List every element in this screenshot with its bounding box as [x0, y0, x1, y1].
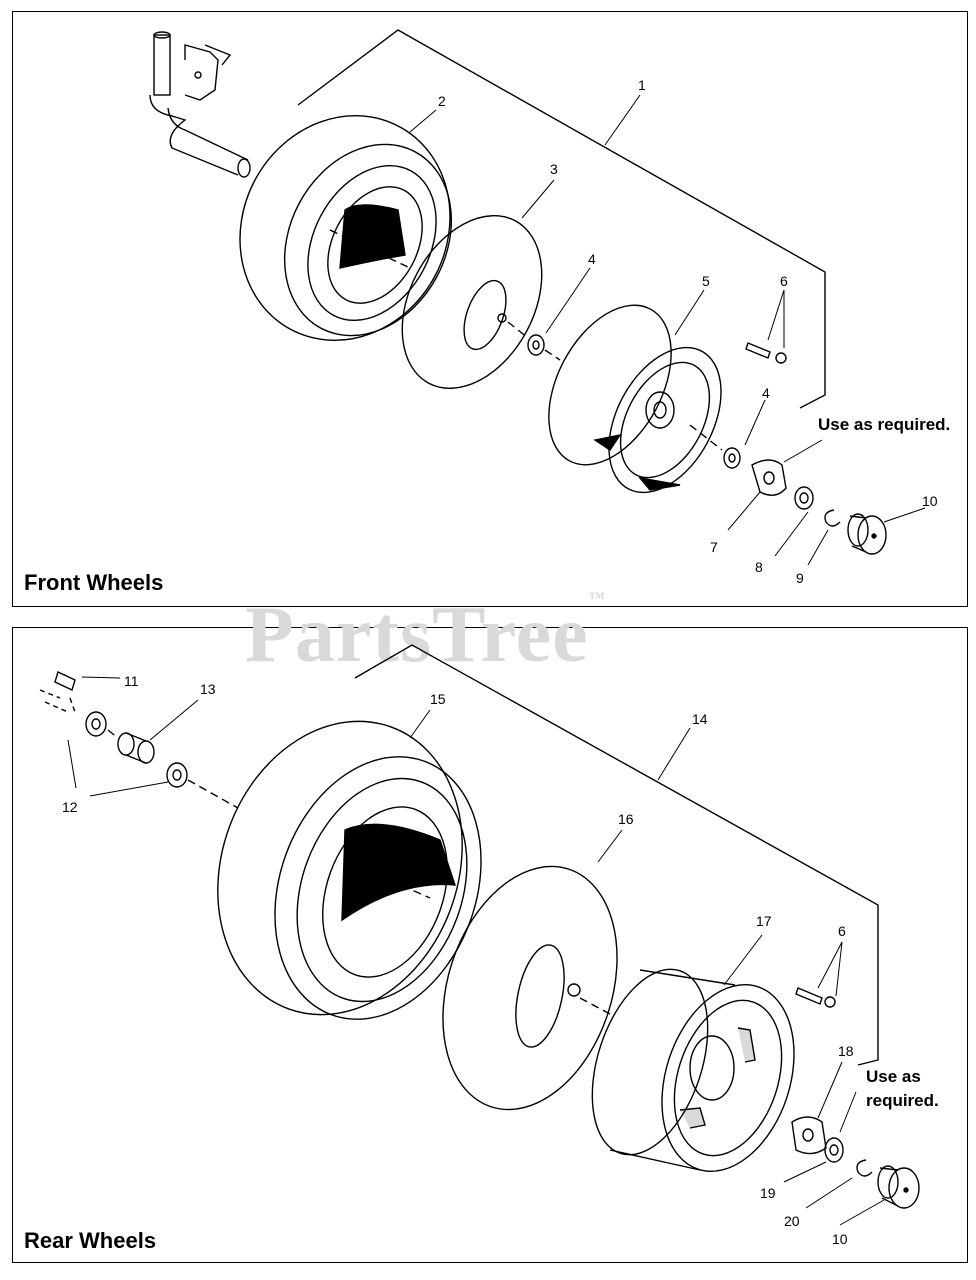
rear-leader-lines	[67, 676, 885, 1226]
callout-6: 6	[780, 273, 788, 289]
front-bushing-inner	[527, 334, 545, 356]
callout-16: 16	[618, 811, 634, 827]
rear-retaining-ring	[856, 1159, 873, 1177]
rear-spacer-tube	[117, 732, 155, 764]
rear-usage-note-line1: Use as	[866, 1067, 921, 1086]
rear-axis-line	[107, 729, 613, 1016]
callout-6-rear: 6	[838, 923, 846, 939]
front-usage-note: Use as required.	[818, 415, 950, 434]
rear-hub-cap	[877, 1165, 920, 1209]
watermark: PartsTree™	[245, 590, 606, 679]
callout-5: 5	[702, 273, 710, 289]
front-washer	[794, 486, 814, 510]
callout-1: 1	[638, 77, 646, 93]
callout-20: 20	[784, 1213, 800, 1229]
rear-washer	[824, 1137, 844, 1163]
callout-2: 2	[438, 93, 446, 109]
callout-9: 9	[796, 570, 804, 586]
rear-tire	[217, 720, 482, 1020]
callout-10: 10	[922, 493, 938, 509]
callout-3: 3	[550, 161, 558, 177]
rear-wheels-title: Rear Wheels	[24, 1228, 157, 1253]
rear-valve-stem	[795, 987, 836, 1008]
rear-key	[54, 671, 76, 691]
callout-18: 18	[838, 1043, 854, 1059]
front-rim	[548, 304, 722, 494]
rear-spacer-plate	[791, 1116, 827, 1155]
callout-14: 14	[692, 711, 708, 727]
rear-washer-left	[85, 711, 107, 737]
callout-19: 19	[760, 1185, 776, 1201]
callout-11: 11	[124, 673, 139, 689]
callout-12: 12	[62, 799, 78, 815]
callout-17: 17	[756, 913, 772, 929]
front-tube	[401, 215, 543, 389]
front-axis-line	[329, 229, 723, 451]
callout-13: 13	[200, 681, 216, 697]
rear-wheels-panel	[12, 627, 968, 1263]
front-tire	[239, 115, 453, 341]
rear-usage-note-line2: required.	[866, 1091, 939, 1110]
front-callouts: 1 2 3 4 5 6 4 7 8 9 10 Use as required.	[438, 77, 950, 586]
callout-15: 15	[430, 691, 446, 707]
front-wheels-title: Front Wheels	[24, 570, 164, 595]
rear-tube	[442, 865, 618, 1111]
front-bushing-outer	[723, 447, 741, 469]
callout-4b: 4	[762, 385, 770, 401]
callout-4: 4	[588, 251, 596, 267]
front-hub-cap	[847, 513, 887, 555]
front-retaining-ring	[824, 509, 841, 527]
callout-8: 8	[755, 559, 763, 575]
callout-7: 7	[710, 539, 718, 555]
rear-washer-right	[166, 762, 188, 788]
rear-assembly-bracket-line	[354, 644, 879, 1066]
rear-rim	[591, 968, 795, 1172]
rear-callouts: 11 13 15 14 12 16 17 6 18 19 20 10 Use a…	[62, 673, 939, 1247]
front-leader-lines	[409, 94, 926, 566]
rear-key-phantom	[39, 689, 76, 713]
callout-10-rear: 10	[832, 1231, 848, 1247]
front-valve-stem	[745, 342, 787, 364]
front-spacer	[751, 459, 787, 496]
front-assembly-bracket-line	[297, 29, 826, 409]
spindle-part	[149, 31, 251, 178]
